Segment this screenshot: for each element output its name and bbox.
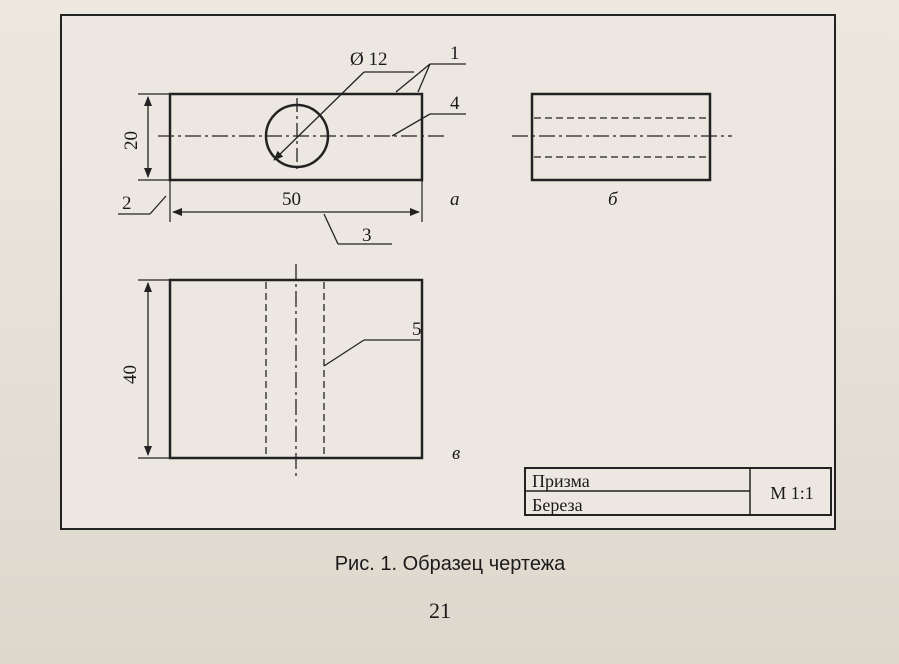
leader-label-3: 3 (362, 225, 372, 246)
leader-label-2: 2 (122, 193, 132, 214)
title-block-name: Призма (532, 471, 590, 491)
height-40-label: 40 (120, 365, 141, 384)
length-50-label: 50 (282, 189, 301, 210)
title-block-scale: М 1:1 (770, 483, 814, 503)
view-a-front (118, 63, 466, 245)
leader-1-line-b (417, 63, 431, 93)
leader-1-line-a (395, 63, 431, 93)
leader-5-line (323, 339, 365, 367)
leader-2-line (149, 195, 167, 215)
title-block-grid (524, 467, 751, 516)
page-number: 21 (429, 598, 451, 623)
view-label-b: б (608, 189, 618, 210)
diameter-leader-line (273, 71, 365, 161)
leader-label-5: 5 (412, 319, 422, 340)
leader-label-1: 1 (450, 43, 460, 64)
view-label-a: а (450, 189, 460, 210)
title-block-material: Береза (532, 495, 583, 515)
title-block: Призма Береза М 1:1 (524, 467, 832, 516)
leader-3-line (323, 213, 339, 245)
diameter-label: Ø 12 (350, 49, 388, 70)
part-outline-side (530, 92, 712, 182)
view-b-side (512, 92, 732, 182)
view-v-top (138, 264, 424, 476)
drawing-frame (60, 14, 836, 530)
view-label-v: в (452, 443, 461, 464)
leader-label-4: 4 (450, 93, 460, 114)
figure-caption: Рис. 1. Образец чертежа (334, 553, 566, 575)
leader-4-line (391, 113, 431, 137)
height-20-label: 20 (121, 131, 142, 150)
part-outline-front (168, 92, 424, 182)
